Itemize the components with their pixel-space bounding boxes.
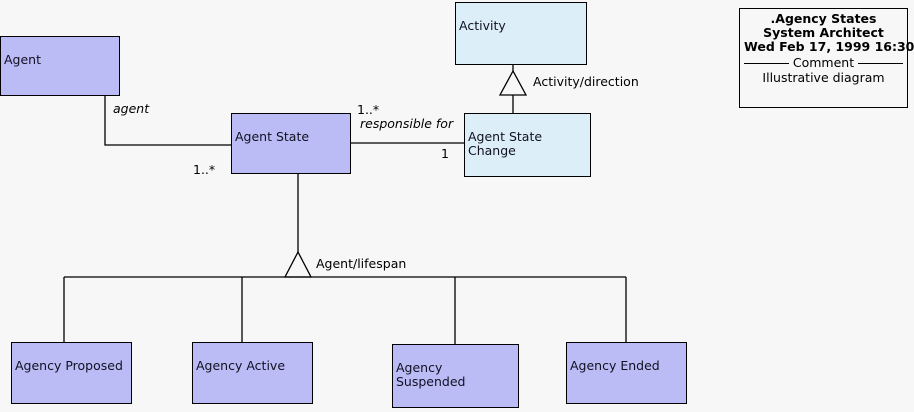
class-name-activity: Activity — [459, 18, 506, 33]
class-name-agency-suspended: Agency Suspended — [396, 360, 466, 389]
class-name-agency-active: Agency Active — [196, 358, 286, 373]
class-box-agent-state-change[interactable]: Agent State Change — [464, 113, 591, 177]
class-box-agency-active[interactable]: Agency Active — [192, 342, 313, 404]
title-block-comment-caption: Comment — [792, 55, 855, 70]
class-name-agency-ended: Agency Ended — [570, 358, 660, 373]
association-role-label-agent: agent — [113, 101, 150, 116]
class-box-agent-state[interactable]: Agent State — [231, 113, 351, 174]
title-block-separator: Comment — [744, 56, 903, 70]
separator-rule-left — [744, 62, 789, 64]
separator-rule-right — [858, 62, 903, 64]
association-role-label-responsible-for: responsible for — [360, 116, 454, 131]
class-name-agent: Agent — [4, 52, 41, 67]
title-block-tool-name: System Architect — [763, 25, 884, 40]
class-name-agency-proposed: Agency Proposed — [15, 358, 123, 373]
generalization-label-agent-lifespan: Agent/lifespan — [316, 256, 407, 271]
class-name-agent-state: Agent State — [235, 129, 310, 144]
association-multiplicity-responsible-for-target: 1 — [441, 146, 449, 161]
class-box-agent[interactable]: Agent — [0, 36, 120, 96]
class-name-agent-state-change: Agent State Change — [468, 129, 543, 158]
title-block-diagram-name: .Agency States — [770, 11, 877, 26]
class-box-agency-suspended[interactable]: Agency Suspended — [392, 344, 519, 408]
class-box-agency-proposed[interactable]: Agency Proposed — [11, 342, 132, 404]
generalization-label-activity-direction: Activity/direction — [533, 74, 639, 89]
association-multiplicity-responsible-for-source: 1..* — [357, 102, 380, 117]
diagram-title-block: .Agency States System Architect Wed Feb … — [739, 8, 914, 108]
title-block-comment-text: Illustrative diagram — [762, 70, 885, 85]
class-box-agency-ended[interactable]: Agency Ended — [566, 342, 687, 404]
title-block-timestamp: Wed Feb 17, 1999 16:30 — [744, 39, 914, 54]
association-multiplicity-agent-state-end: 1..* — [193, 162, 216, 177]
generalization-activity-direction — [498, 64, 528, 113]
class-box-activity[interactable]: Activity — [455, 2, 587, 65]
